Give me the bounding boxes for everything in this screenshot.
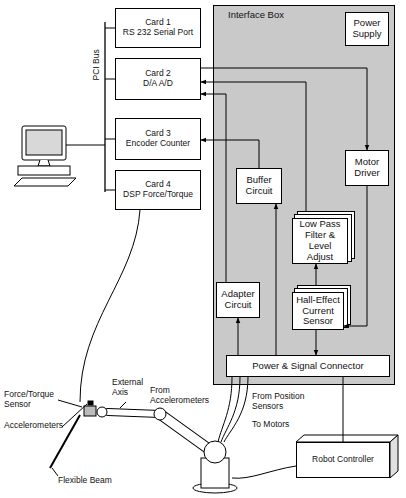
pc-stand [38,160,50,166]
leader-line [52,468,58,476]
controller-box: Robot Controller [296,442,390,478]
power-supply-box: Power Supply [345,12,389,46]
pci-bus-line [104,22,105,192]
robot-shoulder [204,441,226,463]
leader-line [62,404,87,427]
box-title: Card 3 [145,129,171,139]
pc-monitor [22,126,66,160]
pc-screen [26,130,62,155]
box-title: Power & Signal Connector [252,361,363,372]
bus-stub [105,79,115,80]
robot-wrist [97,407,107,417]
bus-stub [105,190,115,191]
robot-elbow [154,408,166,420]
pc-keyboard [14,178,76,186]
filter-box: Low Pass Filter & Level Adjust [292,218,348,264]
robot-upper-arm-fill [160,414,210,450]
part-label: To Motors [252,420,302,430]
box-title: Hall-Effect Current Sensor [296,295,340,328]
connector-box: Power & Signal Connector [226,355,390,377]
driver-box: Motor Driver [345,150,389,186]
robot-base [193,483,237,493]
part-label: Force/Torque Sensor [4,390,60,410]
robot-wire [221,377,240,442]
pc-cable [66,145,105,146]
sensor-cable [80,210,140,402]
pci-card: Card 4DSP Force/Torque [115,170,201,210]
leader-line [58,400,82,407]
robot-forearm-fill [108,412,160,414]
box-text: Encoder Counter [126,139,190,149]
bus-label: PCI Bus [92,45,102,85]
robot-wire [218,377,232,442]
part-label: External Axis [112,378,152,398]
box-text: DSP Force/Torque [123,190,193,200]
interface-box: Interface BoxPower SupplyBuffer CircuitA… [213,5,395,385]
robot-upper-arm [160,414,210,450]
accelerometer [88,401,93,405]
box-title: Adapter Circuit [220,289,256,311]
box-title: Motor Driver [349,157,385,179]
box-title: Card 2 [145,69,171,79]
part-label: Flexible Beam [58,476,118,486]
box-title: Card 1 [145,18,171,28]
box-title: Interface Box [228,10,284,21]
pci-card: Card 2D/A A/D [115,58,201,100]
robot-column [201,458,229,488]
controller-cable [232,466,296,478]
signal-connector [343,377,344,442]
bus-stub [105,139,115,140]
leader-line [120,402,126,408]
box-title: Buffer Circuit [240,175,278,197]
box-title: Card 4 [145,180,171,190]
box-title: Robot Controller [312,455,374,465]
circuit-box: Adapter Circuit [216,282,260,318]
part-label: From Accelerometers [150,386,210,406]
box-text: D/A A/D [143,79,173,89]
bus-stub [105,28,115,29]
part-label: From Position Sensors [252,392,312,412]
box-title: Low Pass Filter & Level Adjust [296,219,344,263]
box-text: RS 232 Serial Port [123,28,193,38]
circuit-box: Buffer Circuit [236,168,282,204]
part-label: Accelerometers [4,421,62,431]
controller-side [390,435,398,478]
controller-top [296,435,398,442]
robot-forearm [108,412,160,414]
pci-card: Card 3Encoder Counter [115,118,201,160]
robot-wire [224,377,248,442]
sensor-box: Hall-Effect Current Sensor [292,292,344,330]
force-torque-sensor [84,406,96,416]
box-title: Power Supply [349,18,385,40]
pci-card: Card 1RS 232 Serial Port [115,8,201,48]
pc-case [18,166,70,175]
